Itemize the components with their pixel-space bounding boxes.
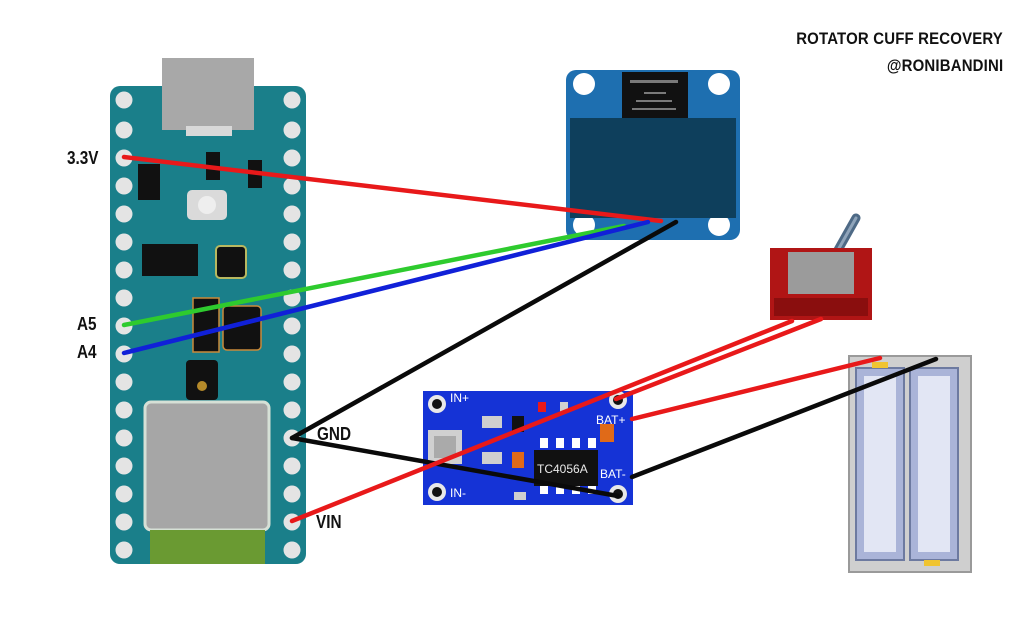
charger-in-minus-label: IN- — [450, 486, 466, 500]
charger-bat-minus-label: BAT- — [600, 467, 626, 481]
pin-label-gnd: GND — [317, 424, 351, 444]
wire-gnd-to-charger — [289, 435, 621, 499]
wire-vin-to-switch — [289, 318, 795, 524]
wire-a4-to-oled — [121, 219, 651, 356]
pin-label-3v3: 3.3V — [67, 148, 99, 168]
arduino-nano-board-icon — [110, 58, 306, 564]
author-handle: @RONIBANDINI — [886, 56, 1003, 75]
wire-gnd-to-oled — [289, 219, 679, 441]
wire-batminus-to-battery — [629, 356, 939, 480]
wire-batplus-to-switch — [613, 316, 824, 402]
charger-in-plus-label: IN+ — [450, 391, 469, 405]
wires — [121, 154, 939, 524]
charger-chip-label: TC4056A — [537, 462, 588, 476]
toggle-switch-icon — [770, 213, 872, 320]
wire-a5-to-oled — [121, 223, 627, 328]
wire-3v3-to-oled — [121, 154, 664, 224]
charger-bat-plus-label: BAT+ — [596, 413, 625, 427]
pin-label-vin: VIN — [316, 512, 342, 532]
pin-label-a4: A4 — [77, 342, 97, 362]
battery-holder-icon — [848, 355, 972, 573]
pin-label-a5: A5 — [77, 314, 97, 334]
diagram-title: ROTATOR CUFF RECOVERY — [796, 29, 1003, 48]
tp4056-charger-module-icon: TC4056A IN+ IN- BAT+ BAT- — [423, 391, 633, 505]
wire-batplus-to-battery — [629, 355, 883, 422]
oled-display-icon — [566, 70, 740, 240]
